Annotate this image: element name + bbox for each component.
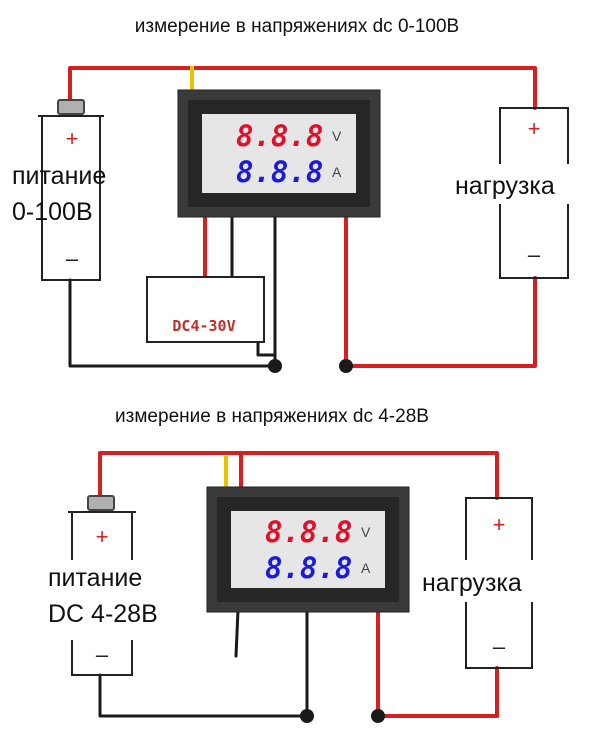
voltage-reading: 8.8.8: [265, 515, 352, 549]
aux-supply-box: [146, 276, 265, 343]
meter-1: 8.8.8 V 8.8.8 A: [177, 89, 381, 218]
diagram-2: измерение в напряжениях dc 4-28В + – пит…: [40, 406, 562, 723]
junction-dot: [300, 709, 314, 723]
supply-negative-wire: [98, 673, 309, 718]
junction-dot: [339, 359, 353, 373]
plus-sign: +: [528, 116, 541, 141]
supply-range-label: DC 4-28В: [48, 600, 158, 628]
battery-outline: [41, 116, 101, 281]
load-2: + –: [465, 497, 533, 669]
minus-sign: –: [96, 642, 109, 667]
load-negative-wire: [376, 666, 499, 718]
supply-battery-1: + –: [38, 99, 104, 281]
load-label: нагрузка: [455, 172, 555, 200]
aux-ground-wire: [256, 340, 277, 357]
lcd-screen: [231, 511, 385, 588]
current-unit: A: [332, 164, 342, 180]
label-backdrop: [412, 560, 562, 602]
label-backdrop: [40, 560, 190, 640]
lcd-screen: [202, 114, 356, 193]
red-wires-1: [68, 66, 537, 368]
black-wires-1: [68, 213, 277, 368]
voltage-unit: V: [332, 128, 342, 144]
positive-wire: [68, 66, 537, 110]
current-unit: A: [361, 560, 371, 576]
voltage-unit: V: [361, 524, 371, 540]
plus-sign: +: [66, 126, 79, 151]
red-wires-2: [98, 451, 499, 718]
label-backdrop: [445, 164, 585, 204]
supply-label: питание: [48, 564, 142, 592]
positive-wire: [98, 451, 499, 504]
meter-2: 8.8.8 V 8.8.8 A: [206, 486, 410, 613]
battery-terminal: [87, 495, 115, 511]
diagram-1: измерение в напряжениях dc 0-100В + –: [12, 16, 585, 373]
supply-range-label: 0-100В: [12, 198, 93, 226]
junction-dot: [371, 709, 385, 723]
voltage-reading: 8.8.8: [236, 119, 323, 153]
aux-supply-label: DC4-30V: [172, 317, 235, 335]
load-label: нагрузка: [422, 569, 522, 597]
plus-sign: +: [96, 524, 109, 549]
minus-sign: –: [493, 634, 506, 659]
junction-dot: [268, 359, 282, 373]
current-reading: 8.8.8: [236, 155, 323, 189]
minus-sign: –: [528, 242, 541, 267]
supply-label: питание: [12, 162, 106, 190]
diagram-2-title: измерение в напряжениях dc 4-28В: [115, 406, 429, 427]
supply-negative-wire: [68, 278, 277, 368]
black-wires-2: [98, 608, 309, 718]
load-negative-wire: [344, 276, 537, 368]
diagram-1-title: измерение в напряжениях dc 0-100В: [135, 16, 459, 37]
plus-sign: +: [493, 512, 506, 537]
current-reading: 8.8.8: [265, 551, 352, 585]
minus-sign: –: [66, 246, 79, 271]
unused-wire: [234, 608, 240, 658]
battery-terminal: [57, 99, 85, 115]
